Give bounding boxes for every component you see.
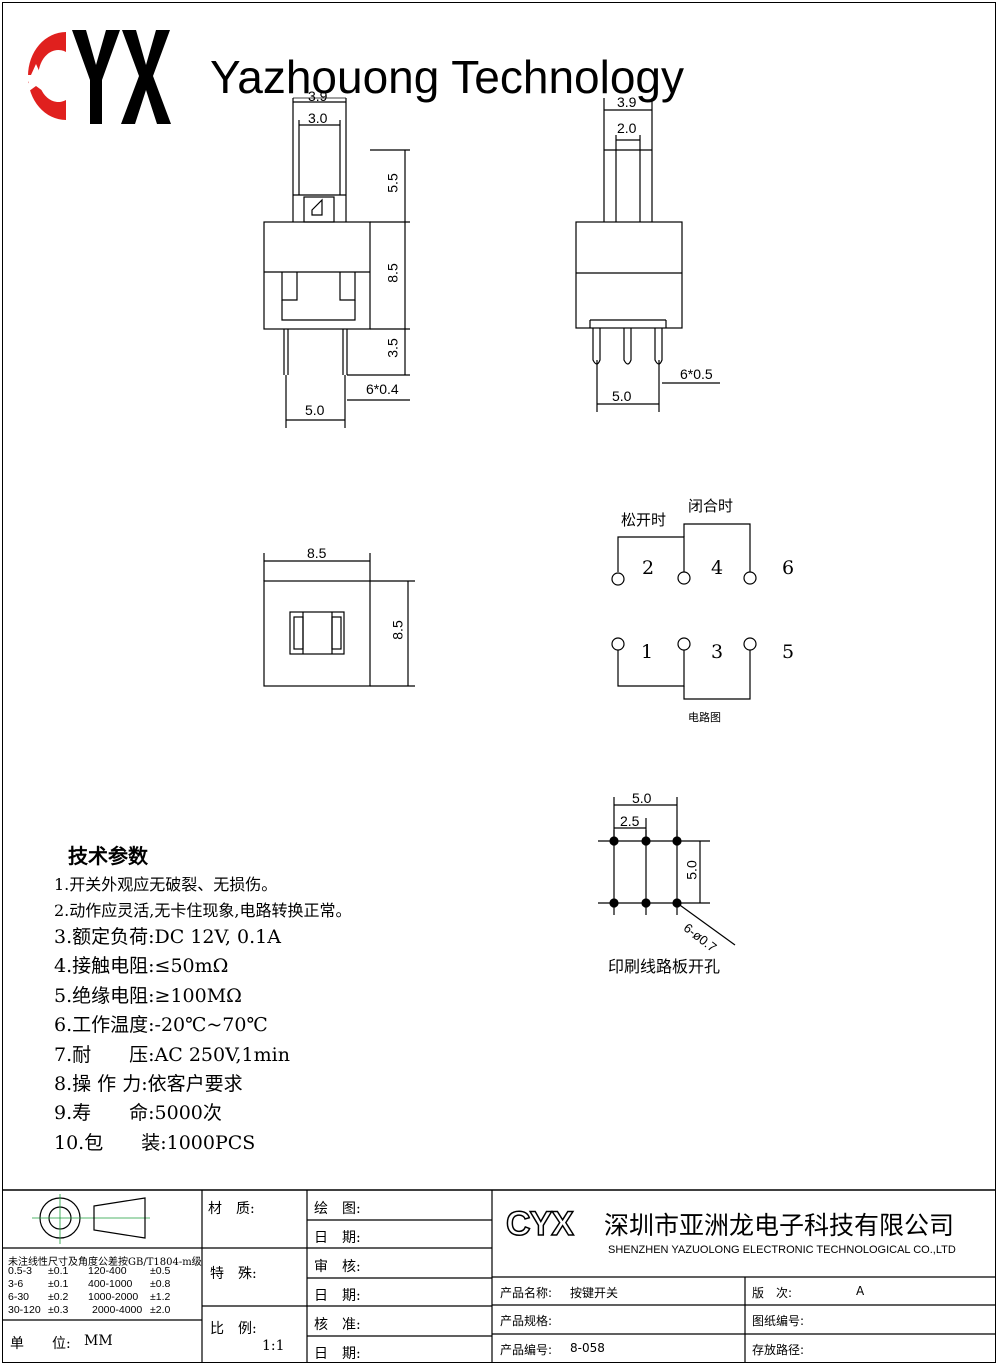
tol-range: 0.5-3 xyxy=(8,1265,32,1277)
company-name-cn: 深圳市亚洲龙电子科技有限公司 xyxy=(604,1211,955,1240)
tol-range: 30-120 xyxy=(8,1304,41,1316)
projection-symbol-icon xyxy=(32,1194,150,1244)
pcb-hole-layout xyxy=(598,797,736,946)
spec-item-2: 2.动作应灵活,无卡住现象,电路转换正常。 xyxy=(54,901,352,920)
product-no-label: 产品编号: xyxy=(500,1343,553,1357)
tol-value: ±0.2 xyxy=(48,1291,69,1303)
product-no: 8-058 xyxy=(570,1341,605,1355)
company-logo: CYX xyxy=(505,1204,574,1244)
unit-label: 单 位: xyxy=(10,1336,71,1352)
dim-front-pin-size: 6*0.4 xyxy=(366,381,399,397)
tol-range: 120-400 xyxy=(88,1265,127,1277)
spec-item-4: 4.接触电阻:≤50mΩ xyxy=(54,955,229,977)
scale-value: 1:1 xyxy=(262,1338,285,1354)
side-view xyxy=(575,98,720,412)
approve-label: 核 准: xyxy=(314,1317,361,1333)
date-label-1: 日 期: xyxy=(314,1230,361,1246)
pin-label-5: 5 xyxy=(782,641,795,663)
tol-value: ±0.3 xyxy=(48,1304,69,1316)
unit-value: MM xyxy=(84,1333,113,1349)
pcb-caption: 印刷线路板开孔 xyxy=(608,957,721,976)
dim-top-width: 8.5 xyxy=(307,545,327,561)
tol-value: ±1.2 xyxy=(150,1291,171,1303)
spec-item-9: 9.寿 命:5000次 xyxy=(54,1102,222,1124)
pin-label-4: 4 xyxy=(711,557,724,579)
product-name-label: 产品名称: xyxy=(500,1286,553,1300)
tolerance-title: 未注线性尺寸及角度公差按GB/T1804-m级 xyxy=(8,1257,202,1268)
dim-front-pin-pitch: 5.0 xyxy=(305,402,325,418)
logo-star-icon xyxy=(19,64,53,94)
tol-range: 2000-4000 xyxy=(92,1304,143,1316)
drawn-label: 绘 图: xyxy=(314,1201,361,1217)
circuit-diagram xyxy=(611,523,757,700)
logo-c-shape xyxy=(28,32,66,120)
dim-front-top-outer: 3.9 xyxy=(308,88,328,104)
company-header-title: Yazhouong Technology xyxy=(210,51,685,103)
date-label-3: 日 期: xyxy=(314,1346,361,1362)
scale-label: 比 例: xyxy=(210,1321,257,1337)
dim-front-top-inner: 3.0 xyxy=(308,110,328,126)
dim-side-top-outer: 3.9 xyxy=(617,94,637,110)
technical-drawing xyxy=(263,97,757,946)
version-value: A xyxy=(856,1284,865,1298)
material-label: 材 质: xyxy=(208,1201,255,1217)
drawing-no-label: 图纸编号: xyxy=(752,1314,805,1328)
specs-title: 技术参数 xyxy=(68,844,148,868)
cyx-logo xyxy=(19,30,171,124)
spec-item-5: 5.绝缘电阻:≥100MΩ xyxy=(54,985,242,1007)
product-spec-label: 产品规格: xyxy=(500,1314,553,1328)
tol-value: ±0.8 xyxy=(150,1278,171,1290)
circuit-label-closed: 闭合时 xyxy=(688,497,734,515)
tol-value: ±0.1 xyxy=(48,1278,69,1290)
dim-side-top-inner: 2.0 xyxy=(617,120,637,136)
pin-label-3: 3 xyxy=(711,641,724,663)
spec-item-7: 7.耐 压:AC 250V,1min xyxy=(54,1044,290,1066)
tol-value: ±0.1 xyxy=(48,1265,69,1277)
pcb-dim-half: 2.5 xyxy=(620,813,640,829)
tol-range: 1000-2000 xyxy=(88,1291,139,1303)
circuit-caption: 电路图 xyxy=(688,711,721,724)
logo-y-shape xyxy=(72,30,120,124)
dim-side-pin-size: 6*0.5 xyxy=(680,366,713,382)
version-label: 版 次: xyxy=(752,1286,793,1300)
tol-range: 6-30 xyxy=(8,1291,30,1303)
top-view xyxy=(263,553,415,687)
storage-label: 存放路径: xyxy=(752,1343,805,1357)
pin-label-6: 6 xyxy=(782,557,795,579)
pin-label-1: 1 xyxy=(641,641,654,663)
special-label: 特 殊: xyxy=(210,1266,257,1282)
dim-side-pin-pitch: 5.0 xyxy=(612,388,632,404)
spec-item-10: 10.包 装:1000PCS xyxy=(54,1132,256,1154)
logo-x-shape xyxy=(121,30,171,124)
pin-label-2: 2 xyxy=(642,557,655,579)
spec-item-6: 6.工作温度:-20℃~70℃ xyxy=(54,1014,268,1036)
company-name-en: SHENZHEN YAZUOLONG ELECTRONIC TECHNOLOGI… xyxy=(608,1244,956,1256)
date-label-2: 日 期: xyxy=(314,1288,361,1304)
tol-range: 400-1000 xyxy=(88,1278,133,1290)
spec-item-3: 3.额定负荷:DC 12V, 0.1A xyxy=(54,926,281,948)
product-name: 按键开关 xyxy=(570,1286,619,1300)
front-view xyxy=(263,97,410,428)
spec-item-1: 1.开关外观应无破裂、无损伤。 xyxy=(54,875,278,894)
circuit-label-open: 松开时 xyxy=(621,511,667,529)
spec-item-8: 8.操 作 力:依客户要求 xyxy=(54,1073,243,1095)
tol-value: ±0.5 xyxy=(150,1265,171,1277)
tol-range: 3-6 xyxy=(8,1278,24,1290)
pcb-dim-total: 5.0 xyxy=(632,790,652,806)
review-label: 审 核: xyxy=(314,1259,361,1275)
tol-value: ±2.0 xyxy=(150,1304,171,1316)
